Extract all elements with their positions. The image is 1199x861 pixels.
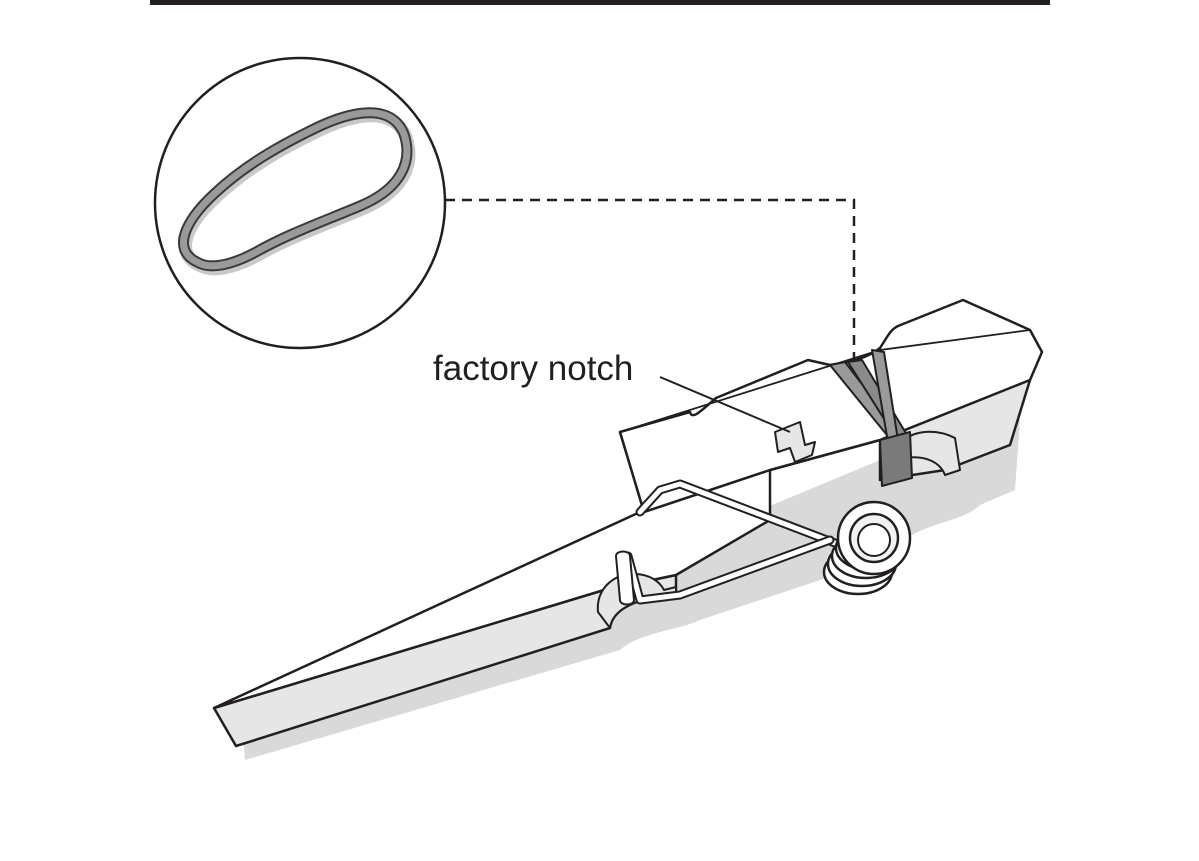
inset-circle (153, 56, 447, 350)
factory-notch (774, 421, 816, 463)
rubber-band-on-pin (829, 349, 913, 487)
inset-leader-line (445, 198, 856, 362)
spring-pin (615, 550, 635, 606)
spring-coil (822, 500, 912, 596)
factory-notch-label: factory notch (433, 349, 633, 388)
factory-notch-leader (659, 376, 791, 433)
rubber-band-detail-inset (153, 56, 447, 350)
clothespin (212, 298, 1044, 760)
upper-jaw-end-cutout (899, 430, 961, 476)
top-rule (150, 0, 1050, 5)
